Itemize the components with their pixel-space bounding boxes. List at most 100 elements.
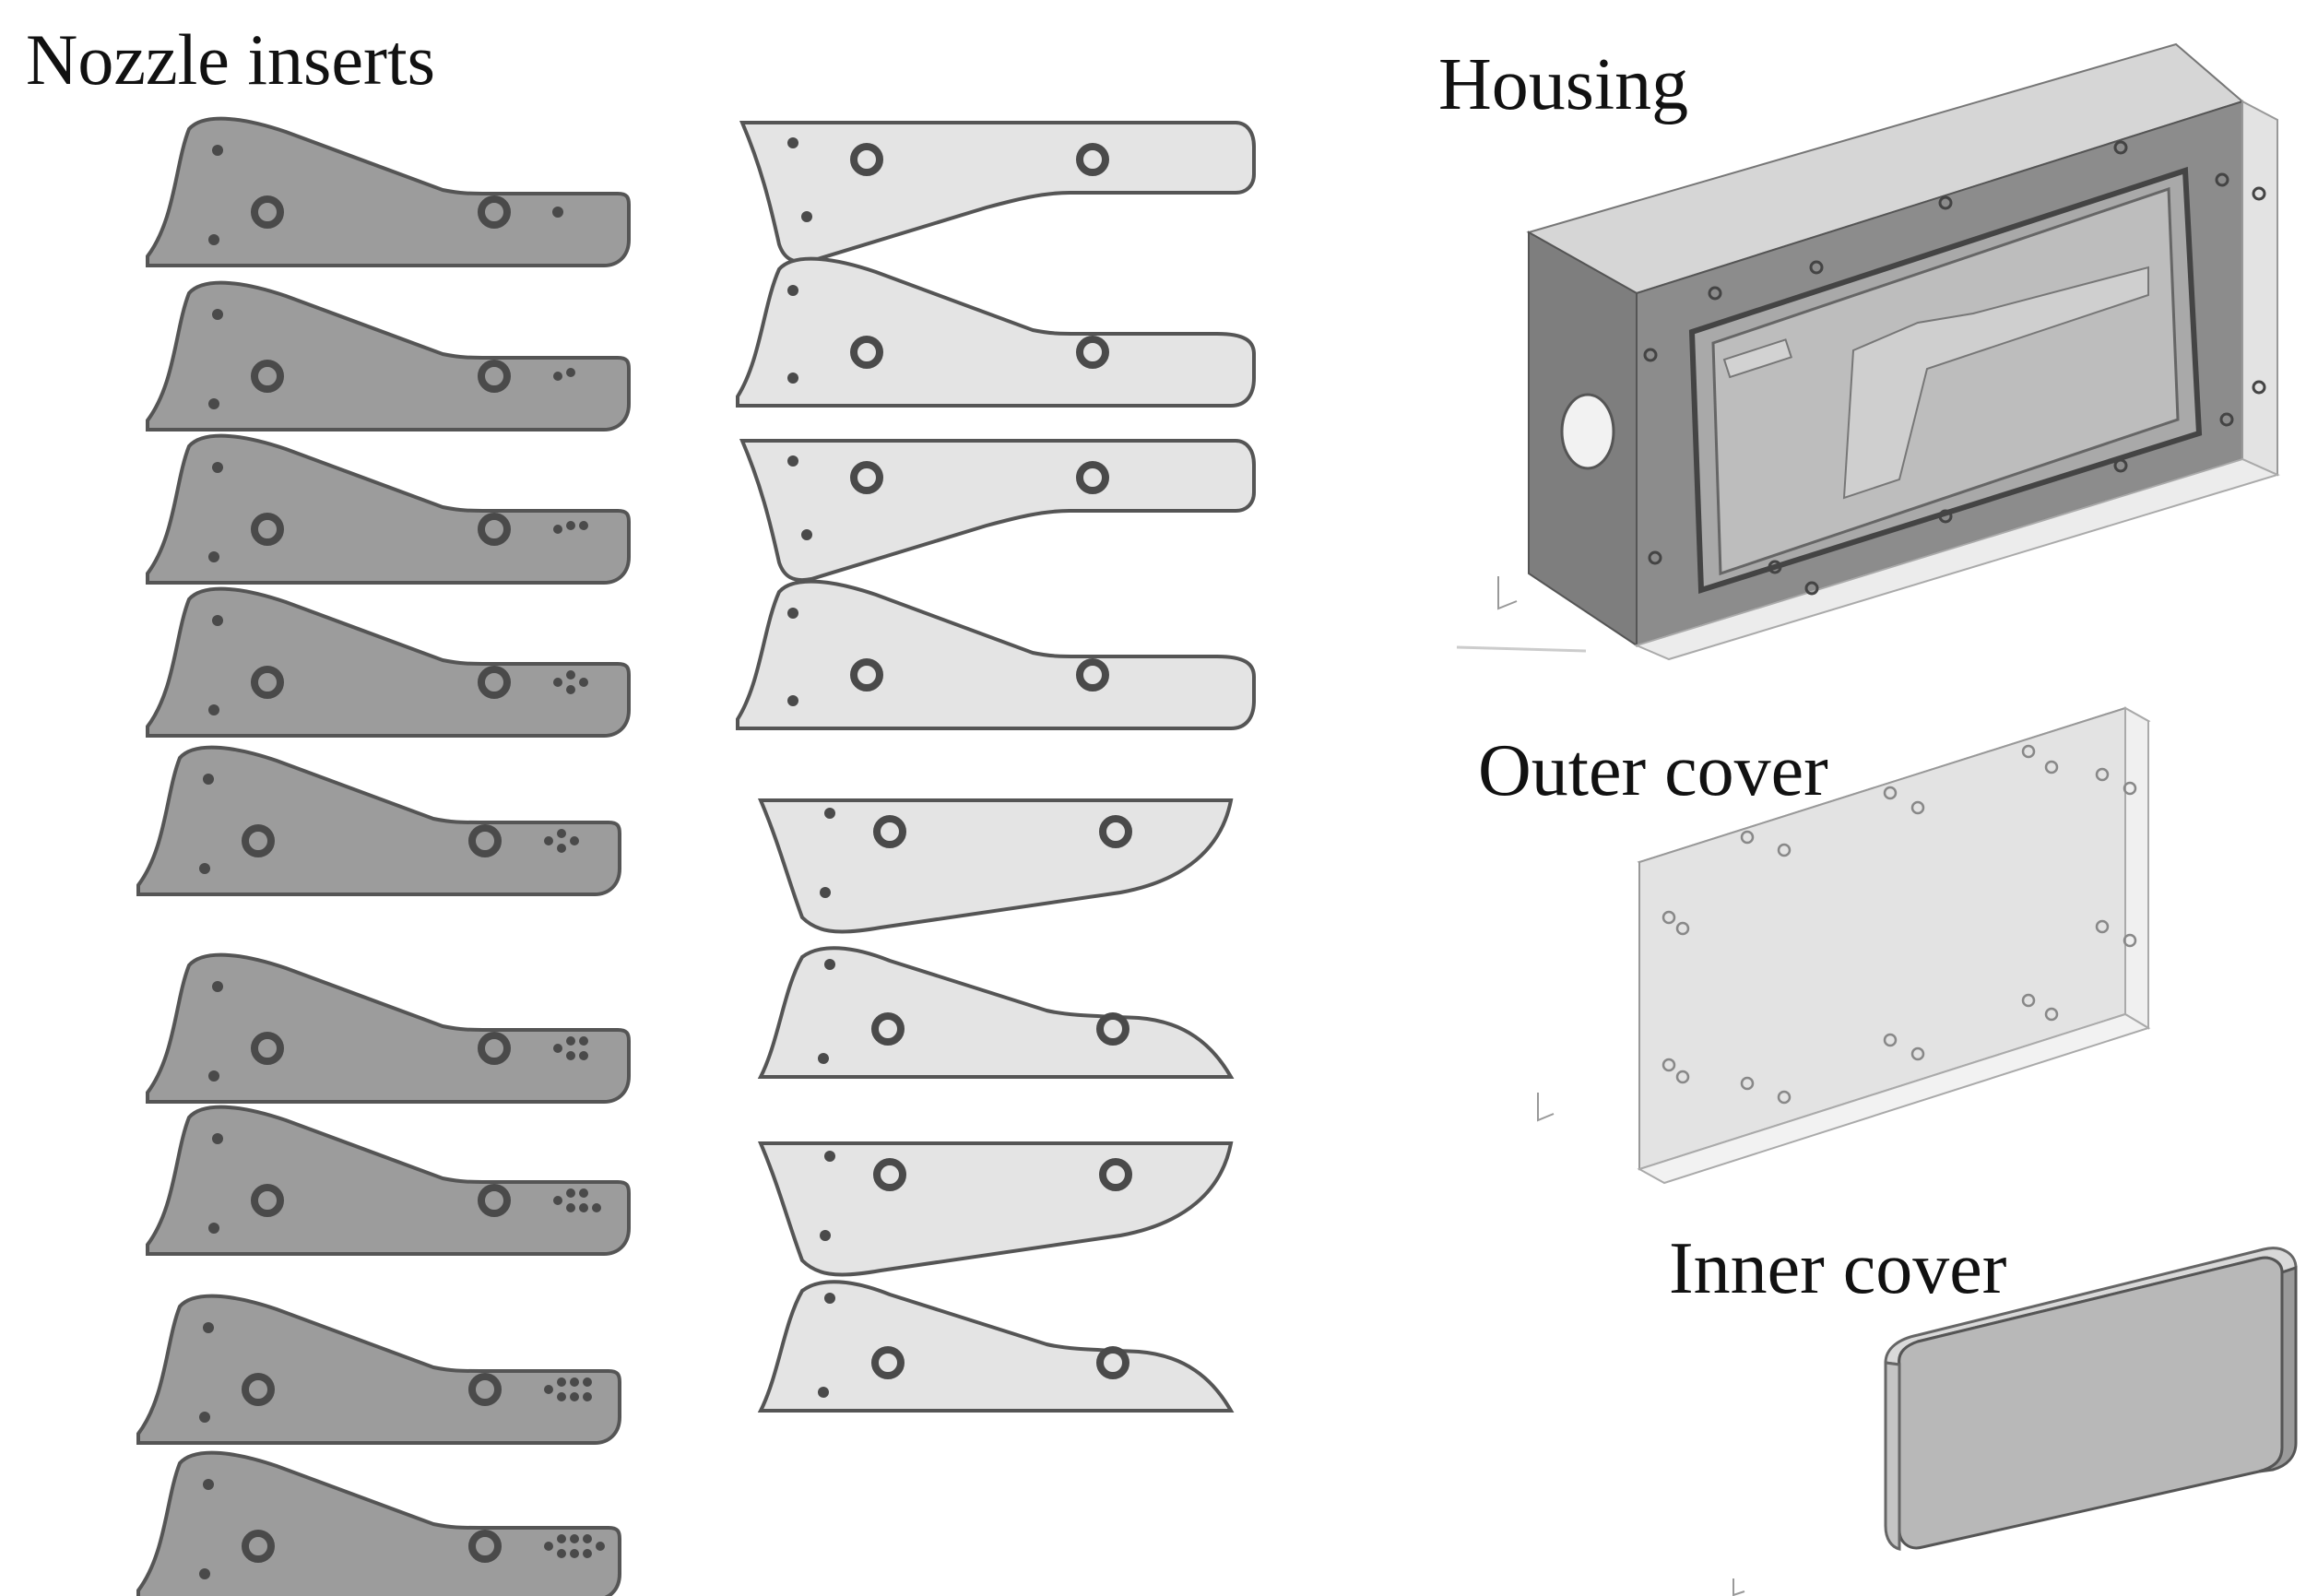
pin-hole — [787, 372, 798, 384]
mounting-ring — [850, 461, 883, 494]
pin-hole — [212, 462, 223, 473]
pin-hole — [212, 1133, 223, 1144]
mounting-ring — [871, 1012, 905, 1046]
housing-transparent-bottom — [1634, 457, 2280, 661]
mounting-ring — [478, 513, 511, 546]
pin-hole — [199, 1412, 210, 1423]
pin-hole — [801, 529, 812, 540]
housing-block — [1526, 42, 2280, 661]
pin-hole — [570, 1534, 579, 1543]
pin-hole — [787, 285, 798, 296]
pin-hole — [544, 1385, 553, 1394]
mounting-ring — [1096, 1346, 1129, 1379]
nozzle-insert-light — [736, 579, 1256, 730]
pin-hole — [208, 1070, 219, 1082]
housing-transparent-side — [2241, 100, 2278, 477]
pin-hole — [208, 704, 219, 715]
pin-hole — [579, 678, 588, 687]
mounting-ring — [251, 666, 284, 699]
pin-hole — [557, 829, 566, 838]
pin-hole — [583, 1392, 592, 1401]
pin-hole — [208, 1223, 219, 1234]
pin-hole — [212, 309, 223, 320]
pin-hole — [820, 1230, 831, 1241]
inner-cover-axis-icon — [1732, 1578, 1745, 1596]
pin-hole — [570, 836, 579, 845]
pin-hole — [212, 615, 223, 626]
nozzle-insert-dark — [136, 1450, 621, 1596]
mounting-ring — [251, 1032, 284, 1065]
mounting-ring — [251, 195, 284, 229]
mounting-ring — [242, 1373, 275, 1406]
mounting-ring — [1099, 815, 1132, 848]
housing-slot — [1722, 338, 1793, 379]
mounting-ring — [478, 666, 511, 699]
housing-nozzle-channel — [1842, 266, 2149, 500]
pin-hole — [544, 836, 553, 845]
mounting-ring — [1076, 143, 1109, 176]
pin-hole — [818, 1387, 829, 1398]
nozzle-insert-light — [736, 256, 1256, 408]
mounting-ring — [1096, 1012, 1129, 1046]
mounting-ring — [251, 1184, 284, 1217]
mounting-ring — [1076, 658, 1109, 692]
outer-cover-title: Outer cover — [1478, 730, 1828, 811]
pin-hole — [553, 372, 562, 381]
pin-hole — [553, 525, 562, 534]
mounting-ring — [478, 195, 511, 229]
pin-hole — [544, 1542, 553, 1551]
pin-hole — [570, 1392, 579, 1401]
pin-hole — [203, 1322, 214, 1333]
pin-hole — [566, 1203, 575, 1212]
pin-hole — [824, 1151, 835, 1162]
outer-cover — [1537, 706, 2151, 1185]
nozzle-insert-dark — [136, 1294, 621, 1445]
pin-hole — [203, 1479, 214, 1490]
pin-hole — [801, 211, 812, 222]
mounting-ring — [1076, 336, 1109, 369]
pin-hole — [553, 1196, 562, 1205]
pin-hole — [824, 959, 835, 970]
pin-hole — [557, 1392, 566, 1401]
pin-hole — [824, 808, 835, 819]
pin-hole — [579, 1203, 588, 1212]
mounting-ring — [850, 336, 883, 369]
pin-hole — [199, 863, 210, 874]
pin-hole — [787, 608, 798, 619]
pin-hole — [787, 455, 798, 467]
mounting-ring — [468, 1373, 502, 1406]
pin-hole — [557, 1377, 566, 1387]
housing-axis-icon — [1456, 576, 1587, 653]
pin-hole — [592, 1203, 601, 1212]
nozzle-insert-dark — [146, 586, 631, 738]
pin-hole — [552, 207, 563, 218]
mounting-ring — [478, 1184, 511, 1217]
housing-pocket — [1711, 186, 2180, 576]
nozzle-insert-light — [740, 439, 1256, 583]
mounting-ring — [1099, 1158, 1132, 1191]
pin-hole — [566, 368, 575, 377]
pin-hole — [553, 678, 562, 687]
inner-cover-title: Inner cover — [1669, 1228, 2007, 1309]
pin-hole — [208, 398, 219, 409]
nozzle-insert-light — [759, 1141, 1233, 1277]
pin-hole — [583, 1534, 592, 1543]
mounting-ring — [873, 1158, 906, 1191]
nozzle-insert-dark — [146, 280, 631, 432]
mounting-ring — [1076, 461, 1109, 494]
pin-hole — [570, 1377, 579, 1387]
pin-hole — [208, 234, 219, 245]
dark-insert-column — [136, 116, 631, 1596]
nozzle-insert-light — [759, 946, 1233, 1079]
nozzle-insert-dark — [146, 1105, 631, 1256]
pin-hole — [553, 1044, 562, 1053]
nozzle-insert-light — [759, 798, 1233, 934]
mounting-ring — [873, 815, 906, 848]
mounting-ring — [242, 824, 275, 857]
nozzle-insert-dark — [146, 116, 631, 267]
pin-hole — [579, 521, 588, 530]
mounting-ring — [468, 1530, 502, 1563]
pin-hole — [208, 551, 219, 562]
pin-hole — [579, 1051, 588, 1060]
pin-hole — [557, 1549, 566, 1558]
